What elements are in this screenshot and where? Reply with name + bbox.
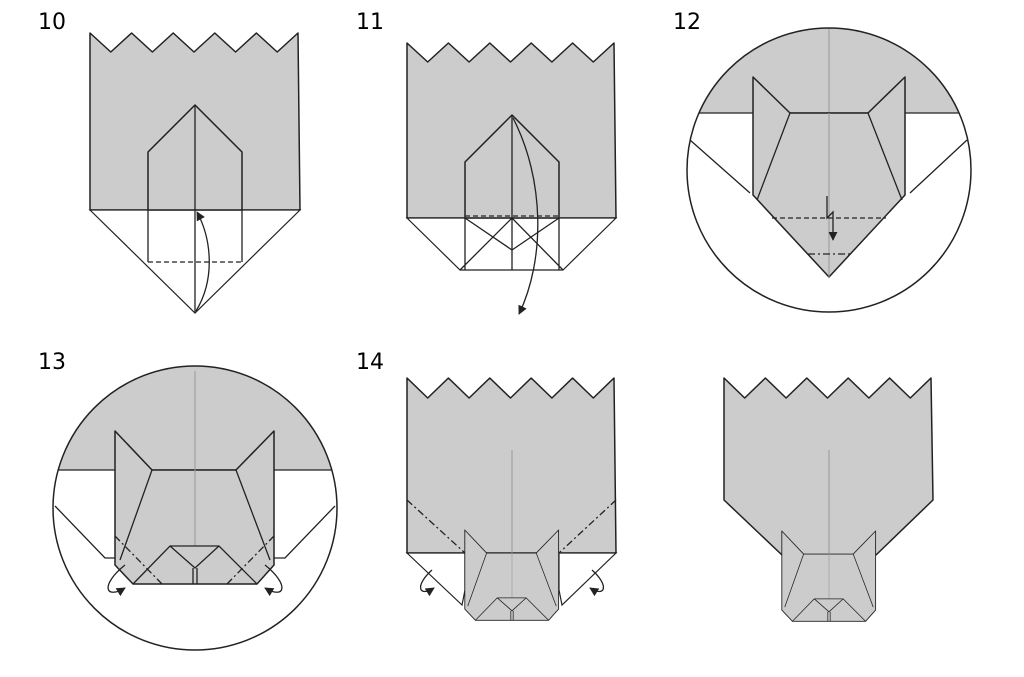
step-12-figure bbox=[686, 27, 972, 313]
paper-top bbox=[53, 366, 337, 470]
mountain-fold-lines bbox=[114, 535, 275, 585]
pleat-arrow bbox=[826, 196, 838, 241]
right-flap bbox=[558, 552, 618, 607]
head bbox=[114, 371, 275, 585]
step-number-14: 14 bbox=[356, 350, 384, 375]
left-flap bbox=[405, 552, 466, 607]
fold-arrow bbox=[512, 117, 539, 315]
crease-lines bbox=[147, 105, 243, 313]
step-number-13: 13 bbox=[38, 350, 66, 375]
zoom-circle bbox=[52, 365, 338, 651]
paper-top bbox=[687, 28, 971, 113]
step-number-10: 10 bbox=[38, 10, 66, 35]
step-11-figure bbox=[405, 42, 618, 315]
step-number-11: 11 bbox=[356, 10, 384, 35]
fold-arrow-left bbox=[419, 569, 435, 597]
final-figure bbox=[723, 377, 934, 622]
zoom-circle bbox=[686, 27, 972, 313]
fold-arrow bbox=[195, 211, 210, 312]
fold-arrow-right bbox=[589, 569, 605, 597]
mountain-fold-lines bbox=[406, 499, 617, 554]
fold-arrow-right bbox=[264, 564, 283, 597]
step-13-figure bbox=[52, 365, 338, 651]
head bbox=[781, 495, 877, 622]
step-number-12: 12 bbox=[673, 10, 701, 35]
step-14-figure bbox=[405, 377, 618, 621]
head bbox=[464, 494, 560, 621]
crease-lines bbox=[459, 115, 564, 271]
fold-arrow-left bbox=[107, 564, 126, 597]
step-10-figure bbox=[88, 32, 302, 314]
